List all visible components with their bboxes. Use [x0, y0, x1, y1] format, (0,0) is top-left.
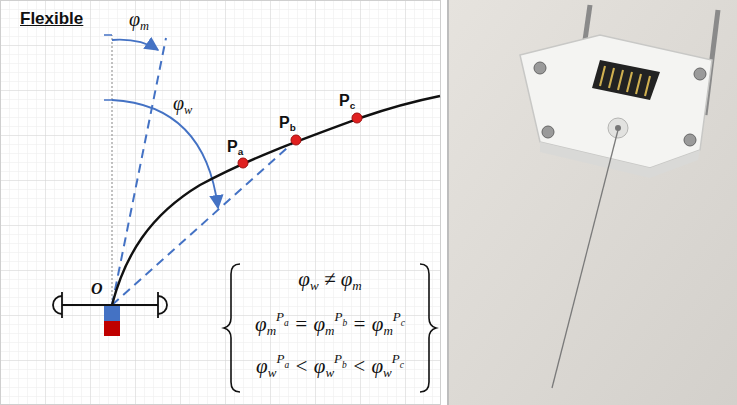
script-text: P — [276, 309, 284, 324]
point-label: Pc — [338, 92, 356, 112]
script-text: c — [350, 100, 356, 111]
magnet-south — [104, 321, 120, 336]
script-text: b — [290, 122, 296, 133]
equation: φw ≠ φm — [297, 268, 362, 293]
origin-label: O — [90, 280, 104, 298]
script-text: w — [310, 278, 319, 293]
point-label: Pb — [278, 114, 297, 134]
script-text: m — [325, 323, 334, 338]
angle-arc — [112, 100, 218, 208]
script-text: P — [334, 309, 342, 324]
panel-border — [1, 1, 441, 405]
script-text: a — [284, 360, 289, 370]
script-text: w — [184, 103, 192, 117]
grid — [0, 0, 440, 405]
device-photo — [520, 5, 718, 388]
tick — [104, 34, 112, 36]
script-text: m — [267, 323, 276, 338]
panel-border — [447, 0, 449, 405]
script-text: b — [342, 318, 347, 328]
script-text: a — [284, 318, 289, 328]
script-text: m — [140, 19, 149, 33]
script-text: w — [325, 365, 334, 380]
script-text: c — [401, 318, 405, 328]
point-dot — [352, 113, 362, 123]
photo-background — [448, 0, 737, 405]
script-text: m — [383, 323, 392, 338]
script-text: b — [342, 360, 347, 370]
script-text: w — [268, 365, 277, 380]
equation: φmPa = φmPb = φmPc — [254, 310, 406, 338]
point-dot — [291, 135, 301, 145]
reference-line — [111, 35, 112, 300]
wire-curve — [112, 96, 440, 305]
wire-angle-line — [112, 140, 296, 305]
script-text: a — [238, 146, 244, 157]
angle-arc — [112, 40, 158, 50]
point-label: Pa — [226, 138, 244, 158]
equation: φwPa < φwPb < φwPc — [255, 352, 405, 380]
tick — [104, 99, 112, 101]
magnet-north — [104, 306, 120, 321]
script-text: P — [393, 309, 401, 324]
script-text: m — [352, 278, 361, 293]
brace — [224, 264, 240, 392]
script-text: P — [276, 351, 284, 366]
angle-label: φw — [172, 92, 193, 117]
point-dot — [238, 158, 248, 168]
script-text: w — [383, 365, 392, 380]
script-text: P — [392, 351, 400, 366]
brace — [420, 264, 436, 392]
panel-title: Flexible — [20, 10, 83, 29]
angle-label: φm — [128, 8, 150, 33]
script-text: P — [334, 351, 342, 366]
script-text: c — [400, 360, 404, 370]
